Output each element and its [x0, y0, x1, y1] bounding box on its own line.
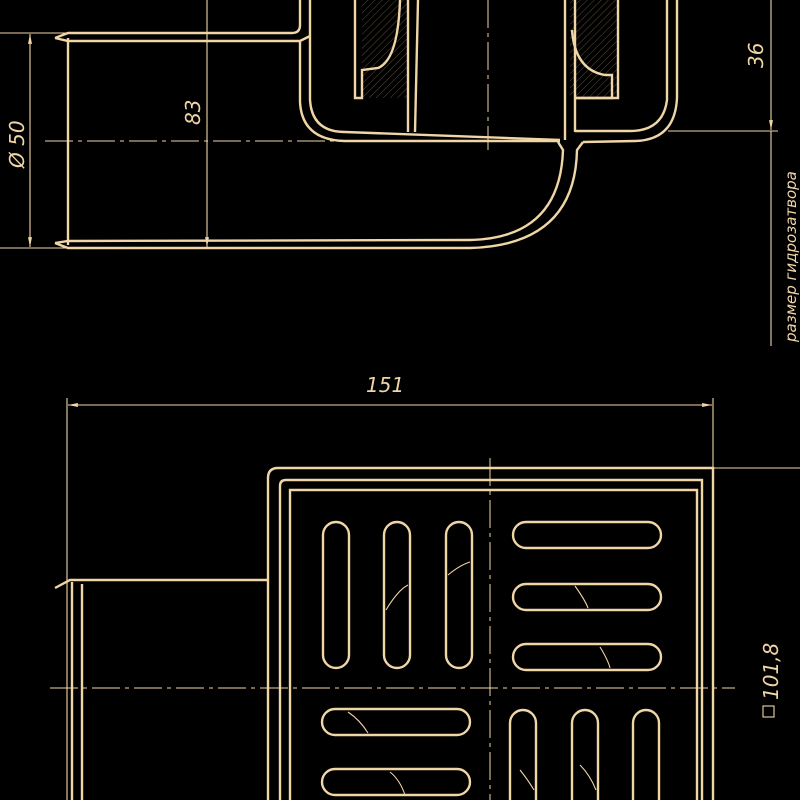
slot: [570, 708, 600, 800]
pipe-top: [54, 578, 268, 590]
body-inner-left: [308, 0, 561, 142]
grate-inner: [288, 488, 699, 800]
slot: [511, 520, 663, 550]
square-label: 101,8: [759, 643, 783, 700]
cup-right-outer: [575, 0, 620, 100]
height-label: 83: [181, 100, 205, 125]
slot: [508, 708, 538, 800]
cup-left-wall-2: [413, 0, 420, 133]
slot: [511, 642, 663, 672]
slot: [511, 582, 663, 612]
slot: [320, 707, 472, 737]
slot: [321, 520, 351, 670]
seal-depth-label: 36: [744, 43, 768, 68]
square-symbol: [762, 705, 775, 718]
body-outline: [266, 466, 715, 800]
pipe-outer-bottom: [54, 141, 584, 250]
side-view: Ø 50 83 36 размер гидрозатвора: [0, 0, 800, 346]
top-view: 151 101,8: [50, 373, 800, 800]
body-inner-right: [575, 0, 669, 133]
pipe-inner-bottom: [54, 141, 565, 245]
grate-slots: [320, 520, 663, 800]
cup-left-inner: [353, 0, 402, 100]
body-outer-right: [582, 0, 679, 144]
cup-right-inner: [570, 29, 614, 100]
diameter-label: Ø 50: [5, 120, 29, 169]
body-outer-left: [298, 41, 560, 143]
slot: [444, 520, 474, 670]
width-label: 151: [366, 373, 404, 397]
pipe-outer-top: [54, 0, 302, 40]
pipe-inner-top: [54, 34, 311, 43]
slot: [631, 708, 661, 800]
slot: [382, 520, 412, 670]
seal-note: размер гидрозатвора: [782, 171, 800, 343]
slot: [320, 767, 472, 797]
grate-frame: [278, 478, 704, 800]
